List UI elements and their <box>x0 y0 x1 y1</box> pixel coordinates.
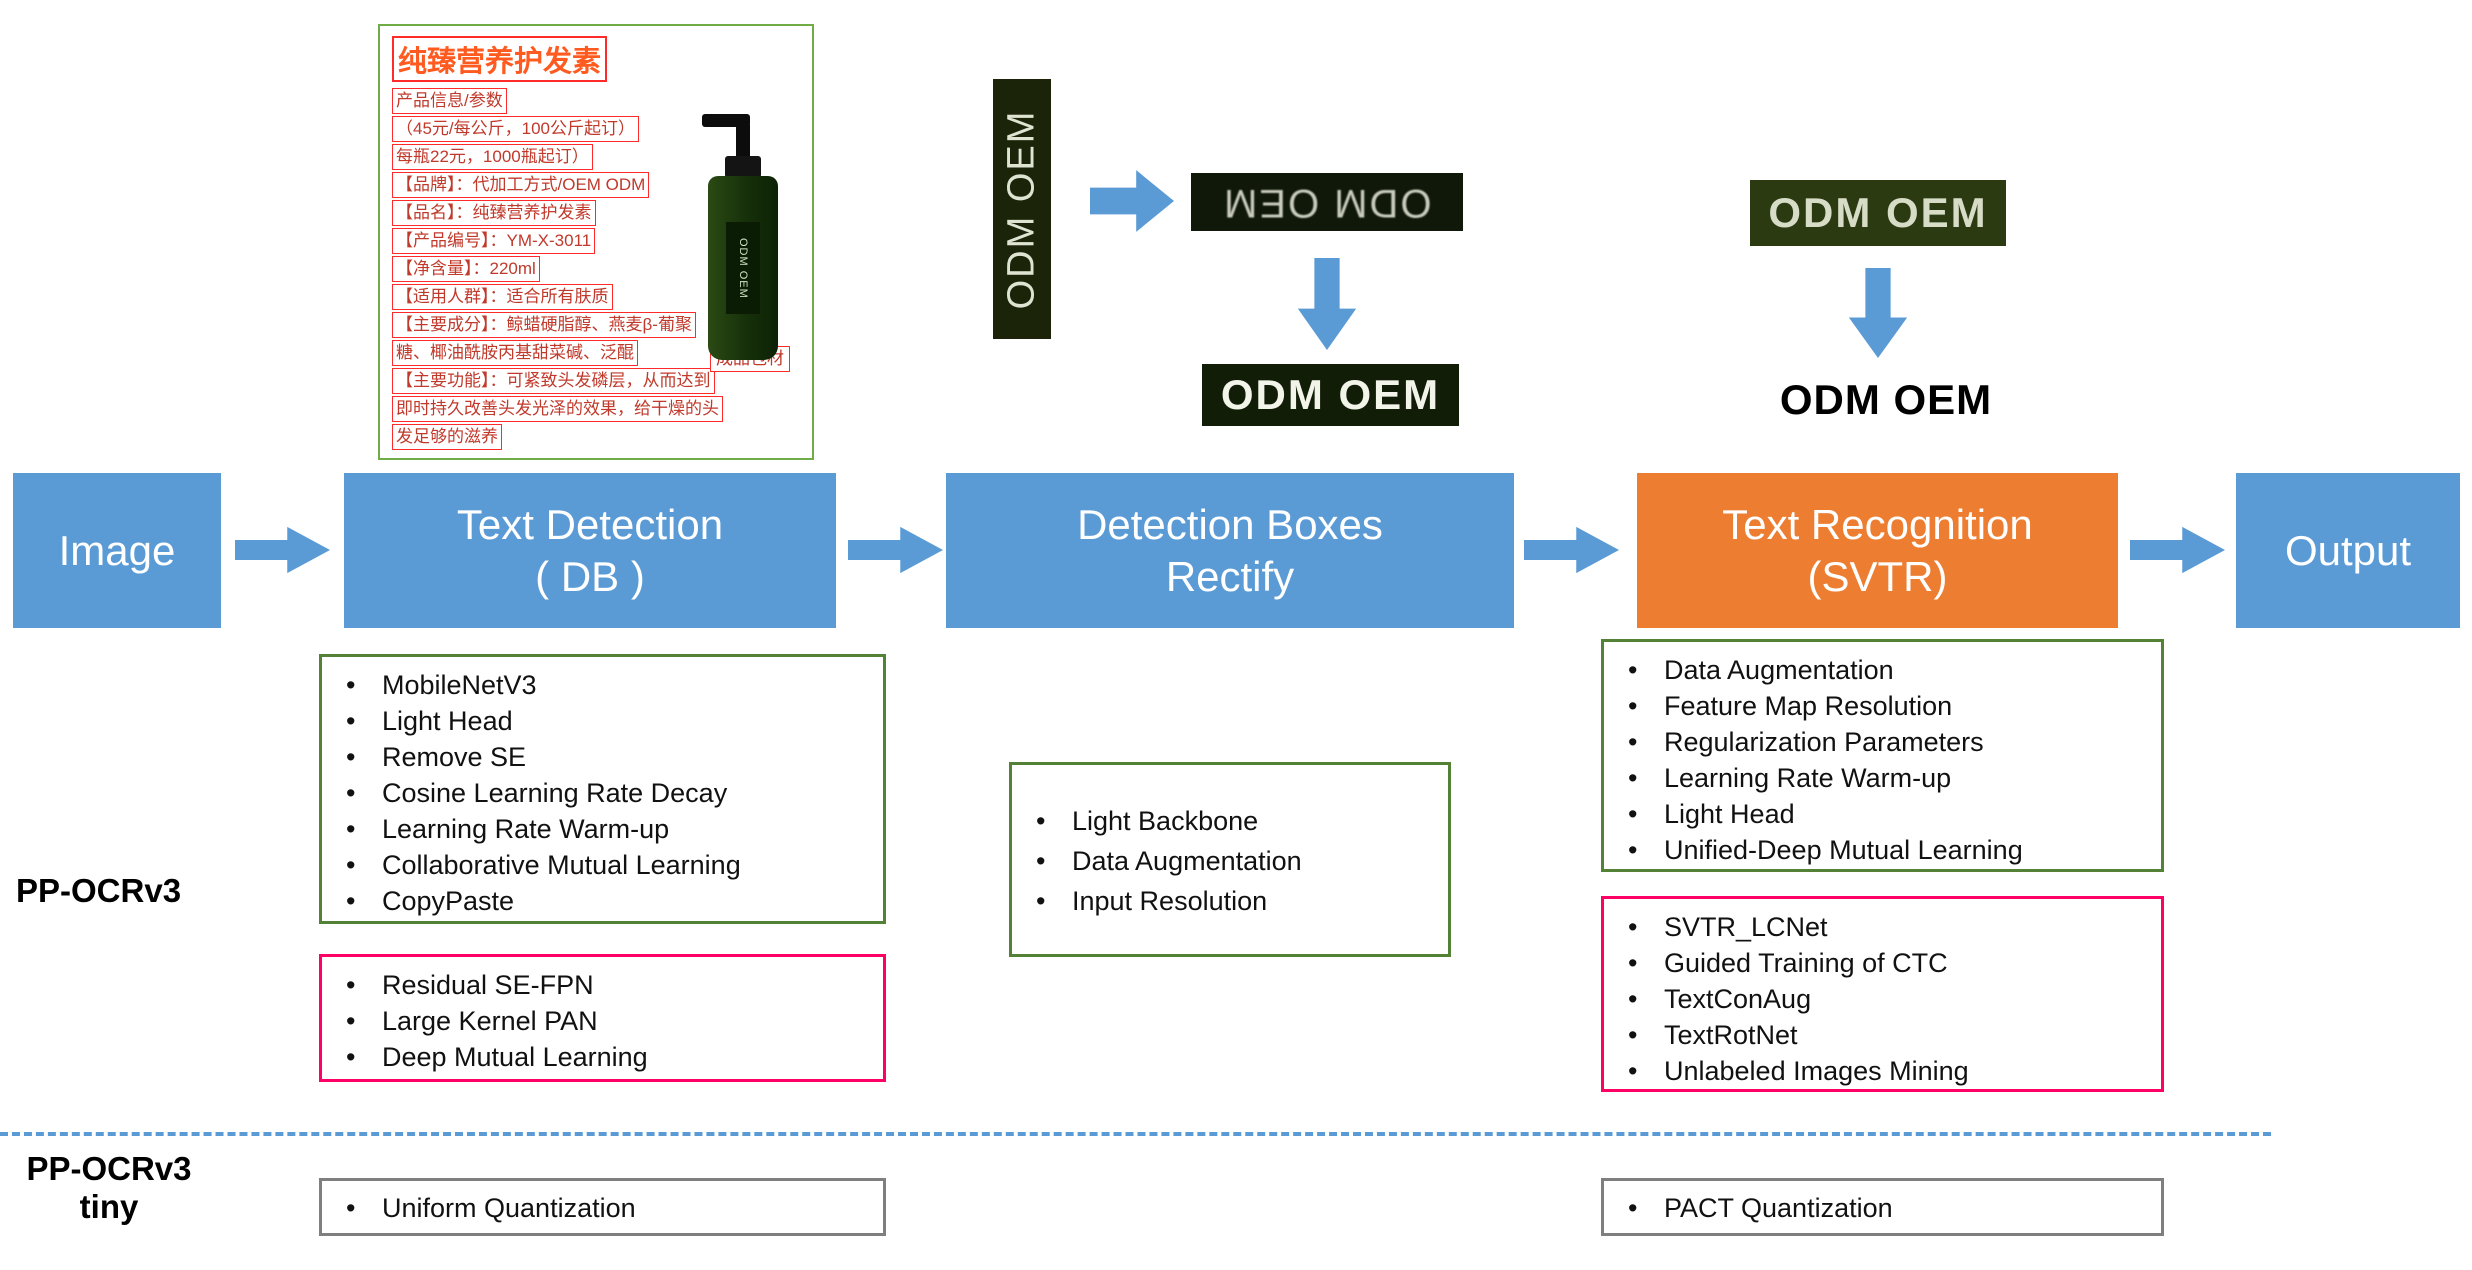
ppocrv3-tiny-divider <box>0 1132 2271 1136</box>
flow-arrow-2-icon <box>848 523 943 577</box>
product-sample-image: 纯臻营养护发素 产品信息/参数 （45元/每公斤，100公斤起订） 每瓶22元，… <box>378 24 814 460</box>
product-text-line: 即时持久改善头发光泽的效果，给干燥的头 <box>392 396 723 422</box>
tiny-recognition-quantization-panel: PACT Quantization <box>1601 1178 2164 1236</box>
strategy-item: TextRotNet <box>1604 1017 2161 1053</box>
stage-detection-boxes-rectify: Detection Boxes Rectify <box>946 473 1514 628</box>
strategy-item: MobileNetV3 <box>322 667 883 703</box>
stage-output: Output <box>2236 473 2460 628</box>
strategy-item: Data Augmentation <box>1012 841 1448 881</box>
product-title: 纯臻营养护发素 <box>392 36 608 82</box>
odm-recognition-input-image: ODM OEM <box>1750 180 2006 246</box>
strategy-item: Unified-Deep Mutual Learning <box>1604 832 2161 868</box>
product-text-line: 【净含量】：220ml <box>392 256 540 282</box>
strategy-item: Regularization Parameters <box>1604 724 2161 760</box>
bottle-cap <box>725 156 761 178</box>
row-label-ppocrv3-tiny: PP-OCRv3 tiny <box>26 1150 192 1225</box>
stage-text-detection: Text Detection ( DB ) <box>344 473 836 628</box>
shampoo-bottle-image: ODM OEM <box>692 114 788 360</box>
product-text-line: 每瓶22元，1000瓶起订） <box>392 144 593 170</box>
bottle-nozzle <box>702 114 750 127</box>
product-text-line: 产品信息/参数 <box>392 88 507 114</box>
strategy-item: Light Head <box>1604 796 2161 832</box>
rectify-strategies-panel: Light Backbone Data Augmentation Input R… <box>1009 762 1451 957</box>
product-text-line: 【产品编号】：YM-X-3011 <box>392 228 596 254</box>
detection-strategies-pink-panel: Residual SE-FPN Large Kernel PAN Deep Mu… <box>319 954 886 1082</box>
strategy-item: Data Augmentation <box>1604 652 2161 688</box>
flow-arrow-4-icon <box>2130 523 2225 577</box>
stage-image: Image <box>13 473 221 628</box>
bottle-body: ODM OEM <box>708 176 778 360</box>
strategy-item: CopyPaste <box>322 883 883 919</box>
strategy-item: Residual SE-FPN <box>322 967 883 1003</box>
strategy-item: Cosine Learning Rate Decay <box>322 775 883 811</box>
strategy-item: Guided Training of CTC <box>1604 945 2161 981</box>
detection-strategies-green-panel: MobileNetV3 Light Head Remove SE Cosine … <box>319 654 886 924</box>
stage-text-recognition: Text Recognition (SVTR) <box>1637 473 2118 628</box>
strategy-item: Feature Map Resolution <box>1604 688 2161 724</box>
strategy-item: TextConAug <box>1604 981 2161 1017</box>
strategy-item: Light Backbone <box>1012 801 1448 841</box>
strategy-item: Unlabeled Images Mining <box>1604 1053 2161 1089</box>
recognition-strategies-pink-panel: SVTR_LCNet Guided Training of CTC TextCo… <box>1601 896 2164 1092</box>
strategy-item: Learning Rate Warm-up <box>1604 760 2161 796</box>
strategy-item: Collaborative Mutual Learning <box>322 847 883 883</box>
strategy-item: Input Resolution <box>1012 881 1448 921</box>
recognized-text-output: ODM OEM <box>1779 376 1993 423</box>
strategy-item: SVTR_LCNet <box>1604 909 2161 945</box>
strategy-item: Large Kernel PAN <box>322 1003 883 1039</box>
bottle-pump-stem <box>736 125 750 157</box>
odm-crop-vertical-image: ODM OEM <box>993 79 1051 339</box>
recognize-arrow-down-icon <box>1844 268 1912 358</box>
product-text-line: 【品牌】：代加工方式/OEM ODM <box>392 172 650 198</box>
strategy-item: Deep Mutual Learning <box>322 1039 883 1075</box>
strategy-item: Light Head <box>322 703 883 739</box>
flow-arrow-1-icon <box>235 523 330 577</box>
rectify-arrow-down-icon <box>1293 258 1361 350</box>
bottle-label: ODM OEM <box>726 222 760 314</box>
flow-arrow-3-icon <box>1524 523 1619 577</box>
product-text-line: （45元/每公斤，100公斤起订） <box>392 116 639 142</box>
odm-crop-rectified-image: ODM OEM <box>1202 364 1459 426</box>
product-text-line: 【主要功能】：可紧致头发磷层，从而达到 <box>392 368 715 394</box>
tiny-detection-quantization-panel: Uniform Quantization <box>319 1178 886 1236</box>
strategy-item: Remove SE <box>322 739 883 775</box>
product-text-line: 【适用人群】：适合所有肤质 <box>392 284 613 310</box>
row-label-ppocrv3: PP-OCRv3 <box>16 872 182 909</box>
rotate-arrow-right-icon <box>1090 165 1174 237</box>
product-text-line: 【品名】：纯臻营养护发素 <box>392 200 596 226</box>
product-text-line: 【主要成分】：鲸蜡硬脂醇、燕麦β-葡聚 <box>392 312 696 338</box>
strategy-item: PACT Quantization <box>1604 1190 2161 1226</box>
product-text-line: 糖、椰油酰胺丙基甜菜碱、泛醌 <box>392 340 638 366</box>
strategy-item: Uniform Quantization <box>322 1190 883 1226</box>
strategy-item: Learning Rate Warm-up <box>322 811 883 847</box>
recognition-strategies-green-panel: Data Augmentation Feature Map Resolution… <box>1601 639 2164 872</box>
product-text-line: 发足够的滋养 <box>392 424 502 450</box>
odm-crop-upside-down-image: ODM OEM <box>1191 173 1463 231</box>
